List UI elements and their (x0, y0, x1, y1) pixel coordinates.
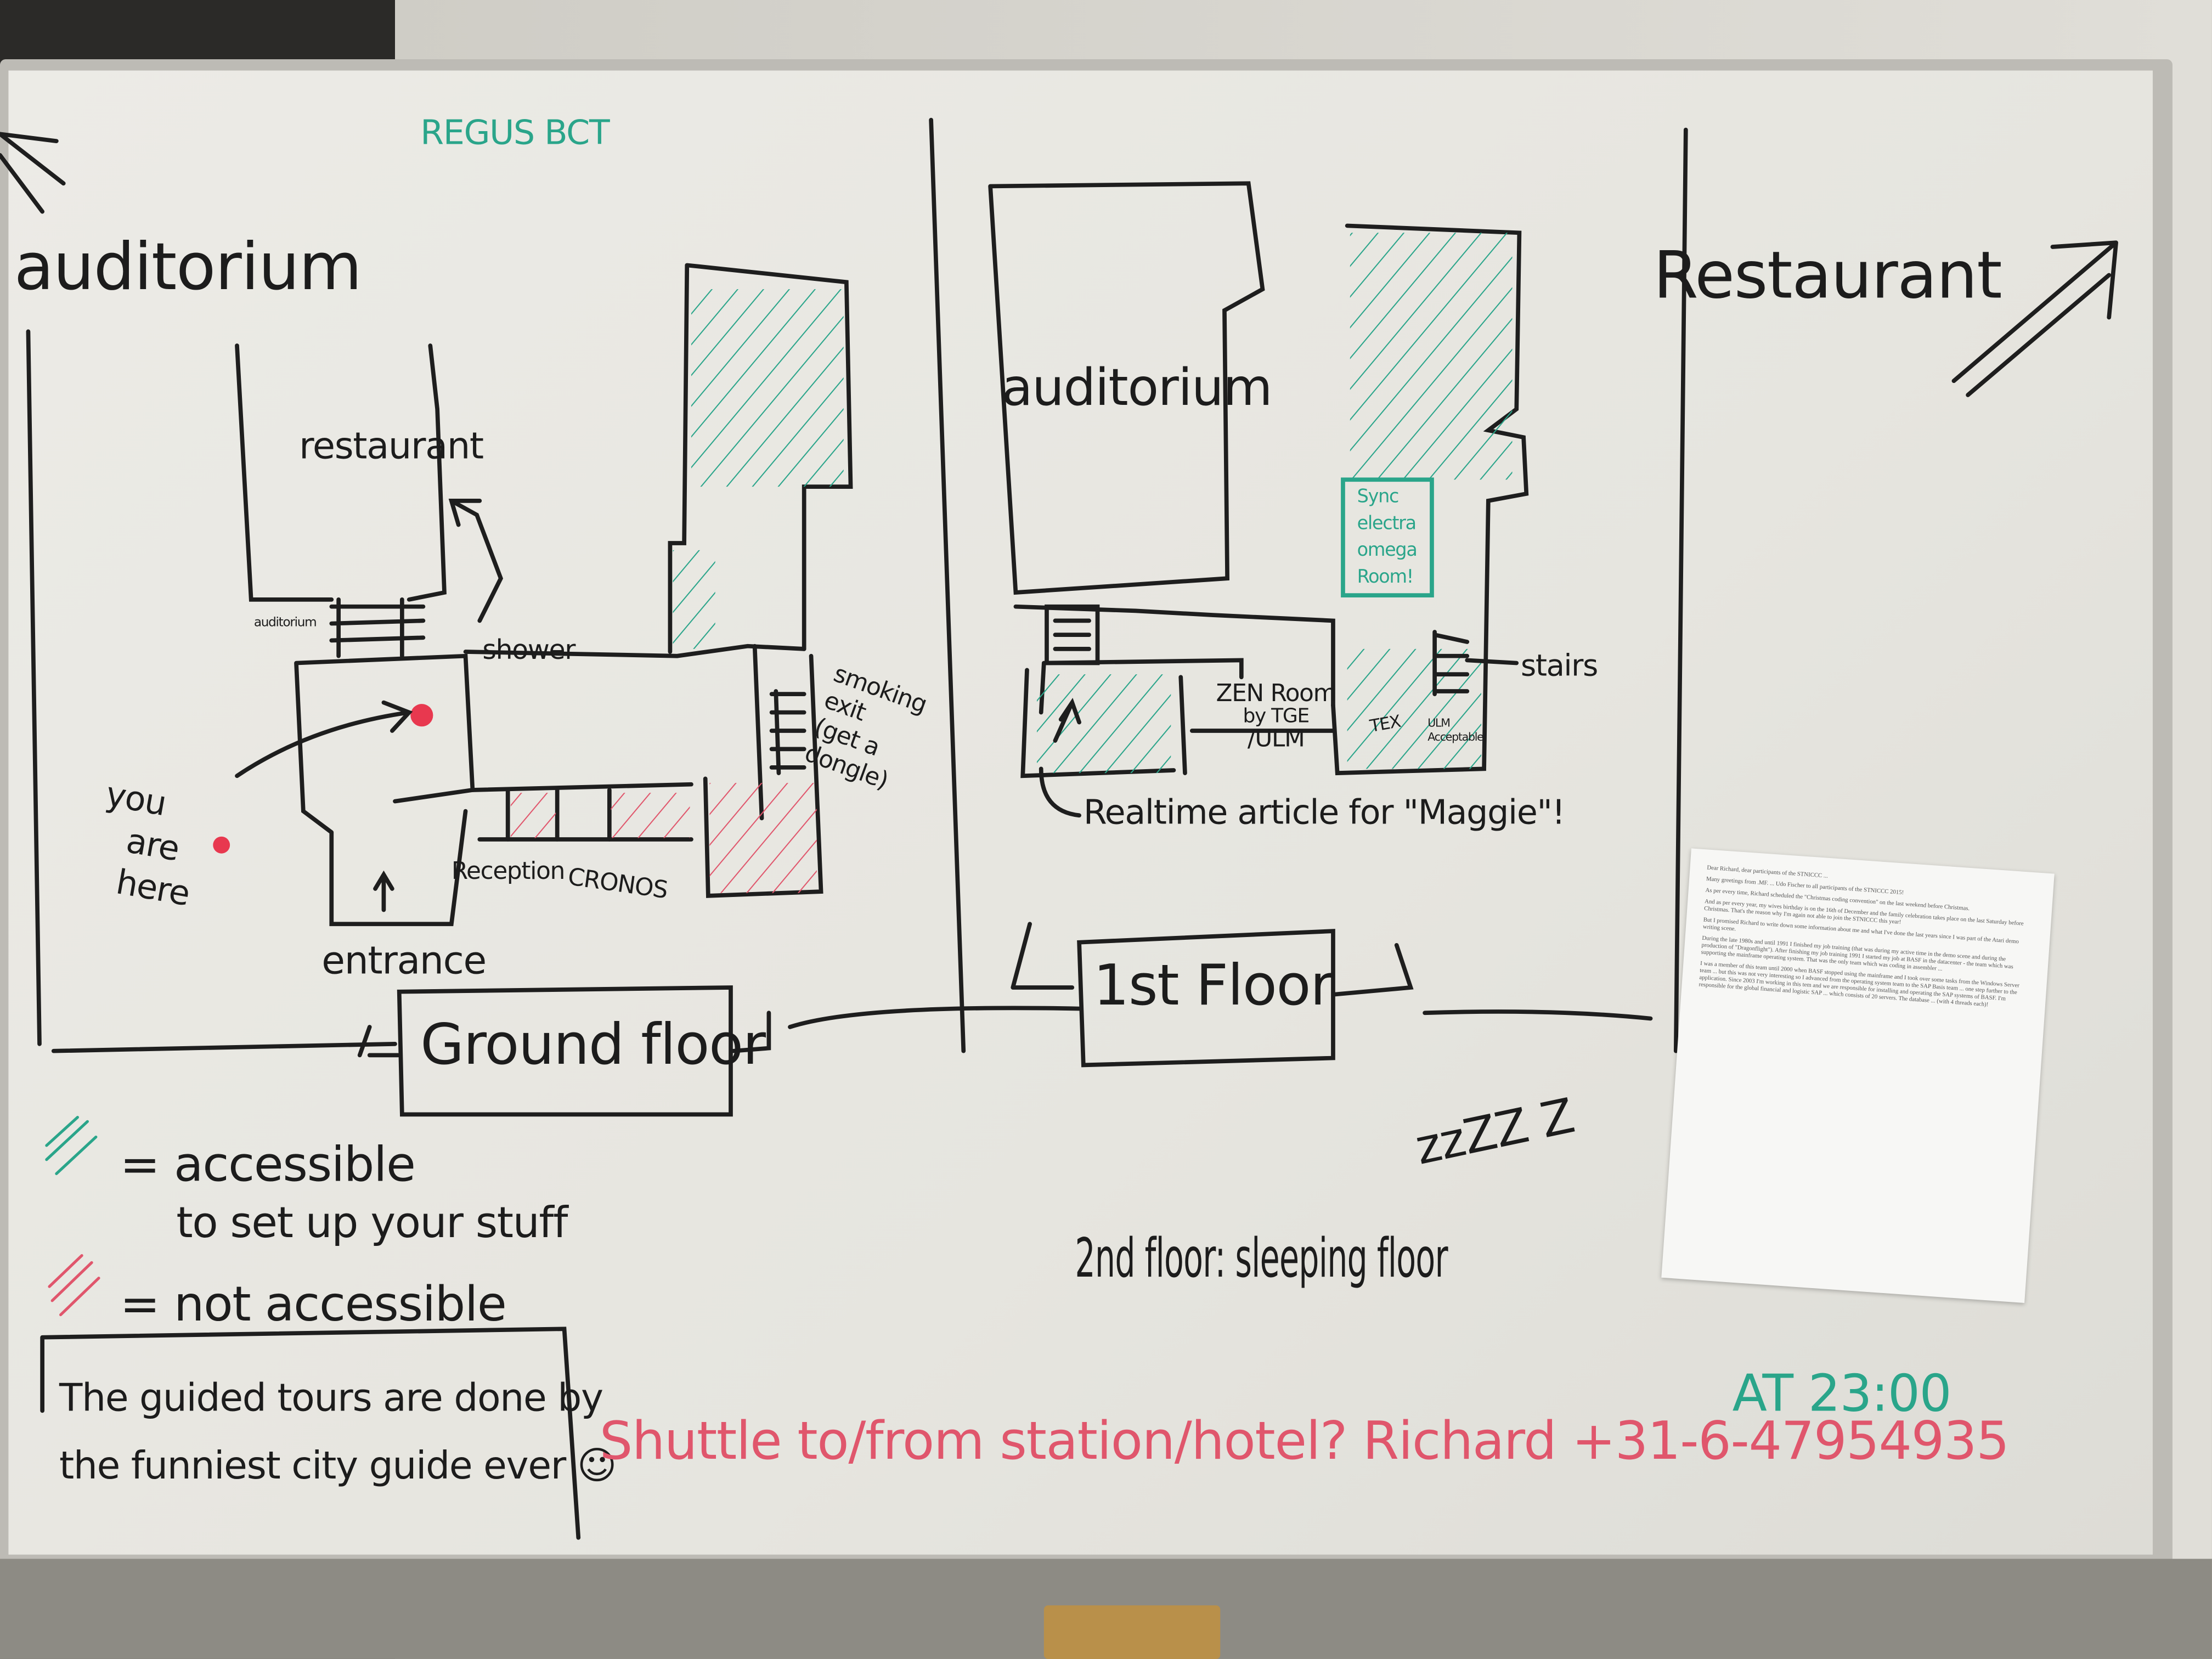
auditorium-direction-label: auditorium (14, 228, 362, 305)
regus-label: REGUS BCT (420, 112, 610, 153)
zen-line: ZEN Room (1216, 680, 1337, 708)
acceptable-line: Acceptable (1427, 730, 1484, 744)
floor-divider (26, 117, 1688, 1053)
you-are-here-dot (410, 704, 433, 727)
entrance-arrow (373, 870, 394, 912)
tours-line: the funniest city guide ever (59, 1444, 566, 1488)
eraser (1043, 1605, 1221, 1659)
realtime-arrow (1039, 698, 1081, 818)
ulm-line: /ULM (1247, 725, 1305, 754)
not-accessible-hatch-icon (48, 1254, 100, 1317)
printed-letter: Dear Richard, dear participants of the S… (1661, 848, 2055, 1304)
tours-box (40, 1327, 581, 1540)
guided-tours-note: The guided tours are done by the funnies… (59, 1365, 617, 1501)
restaurant-direction-label: Restaurant (1653, 236, 2002, 313)
legend-accessible-line: to set up your stuff (176, 1199, 568, 1249)
reception-rooms (505, 788, 612, 842)
you-are-here-arrow (235, 700, 413, 778)
auditorium-small-label: auditorium (253, 616, 317, 631)
right-room-1st (1331, 223, 1529, 776)
auditorium-room (988, 181, 1265, 595)
restaurant-arrow (448, 498, 504, 623)
legend-accessible-line: = accessible (120, 1137, 416, 1194)
restaurant-label: restaurant (299, 426, 484, 469)
realtime-article-label: Realtime article for "Maggie"! (1083, 793, 1566, 833)
shower-label: shower (482, 635, 575, 666)
omega-line: omega (1357, 540, 1418, 562)
ground-floor-title: Ground floor (420, 1013, 766, 1078)
smiley-icon: ☺ (577, 1444, 617, 1488)
reception-label: Reception (451, 857, 565, 886)
entrance-label: entrance (321, 939, 487, 984)
shuttle-note: Shuttle to/from station/hotel? Richard +… (599, 1410, 2010, 1471)
stairs-ground (329, 597, 426, 658)
legend-not-accessible: = not accessible (120, 1277, 507, 1333)
zen-room-label: ZEN Room by TGE /ULM (1216, 680, 1337, 754)
room-line: Room! (1357, 567, 1414, 589)
accessible-hatch-icon (45, 1115, 98, 1175)
restaurant-room (235, 343, 447, 602)
you-are-here-legend-dot (213, 836, 230, 854)
ulm-label: ULM Acceptable (1427, 716, 1484, 744)
tge-line: by TGE (1243, 705, 1310, 728)
second-floor-label: 2nd floor: sleeping floor (1075, 1227, 1448, 1290)
stairs-1st-right (1432, 630, 1519, 696)
stairs-label: stairs (1520, 648, 1598, 683)
sync-room-box (1341, 477, 1434, 597)
arrow-up-left-icon (0, 132, 66, 214)
electra-line: electra (1357, 513, 1417, 535)
stairs-1st (1045, 604, 1100, 665)
stairs-smoking (769, 689, 806, 775)
whiteboard-surface (8, 70, 2153, 1555)
connector-line (788, 1006, 1081, 1029)
sync-line: Sync (1357, 487, 1400, 508)
auditorium-1st-label: auditorium (1001, 359, 1273, 418)
tours-line: The guided tours are done by (59, 1376, 603, 1421)
shuttle-time: AT 23:00 (1732, 1365, 1952, 1424)
legend-accessible: = accessible to set up your stuff (120, 1136, 568, 1254)
ground-floor-box (357, 985, 771, 1117)
right-block (668, 263, 853, 898)
ulm-line: ULM (1427, 716, 1451, 730)
first-floor-box (1011, 922, 1653, 1068)
hall (294, 653, 475, 927)
arrow-up-right-icon (1951, 240, 2118, 397)
first-floor-title: 1st Floor (1093, 953, 1334, 1019)
sync-room-label: Sync electra omega Room! (1357, 484, 1418, 591)
